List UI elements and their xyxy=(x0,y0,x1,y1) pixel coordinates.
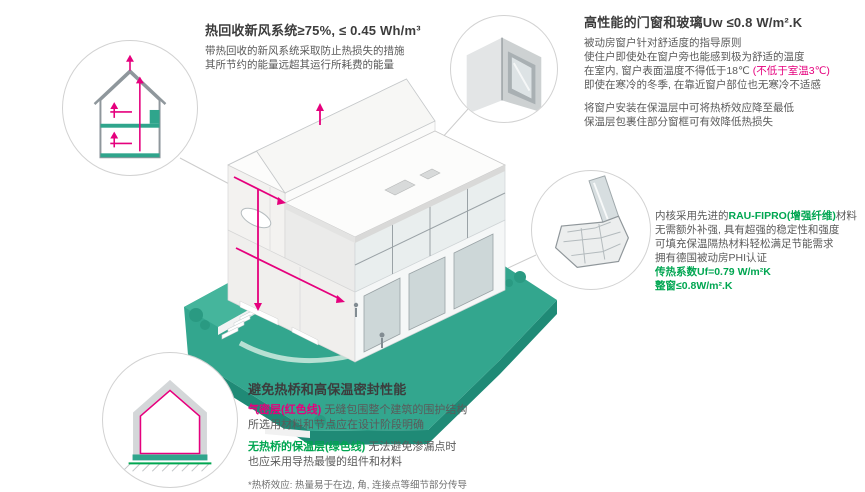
rau-fipro-label: RAU-FIPRO(增强纤维) xyxy=(728,210,836,222)
windows-note: 高性能的门窗和玻璃Uw ≤0.8 W/m².K 被动房窗户针对舒适度的指导原则 … xyxy=(584,12,862,129)
window-corner-illustration xyxy=(466,37,542,115)
bushes xyxy=(189,271,526,429)
frame-material-text: 材料 xyxy=(835,210,857,222)
house-right-block xyxy=(284,130,506,293)
thermal-note-title: 避免热桥和高保温密封性能 xyxy=(248,382,407,397)
ventilation-note-line: 其所节约的能量远超其运行所耗费的能量 xyxy=(205,59,394,71)
windows-note-temp-line: 在室内, 窗户表面温度不得低于18℃ (不低于室温3℃) xyxy=(584,64,862,78)
thermal-bridge-note: 避免热桥和高保温密封性能 气密层(红色线) 无缝包围整个建筑的围护结构 所选用材… xyxy=(248,379,560,491)
ventilation-note-line: 带热回收的新风系统采取防止热损失的措施 xyxy=(205,45,405,57)
glass-facade-upper-mullions xyxy=(354,183,506,274)
uw-value: 整窗≤0.8W/m².K xyxy=(655,280,733,292)
bathtub xyxy=(240,207,272,229)
frame-material-line: 拥有德国被动房PHI认证 xyxy=(655,252,768,264)
insulation-layer-label: 无热桥的保温层(绿色线) xyxy=(248,441,366,453)
thermal-envelope-detail-circle xyxy=(102,352,238,488)
ventilation-ducts xyxy=(233,176,345,311)
kitchen-counter xyxy=(239,300,279,326)
people-figures xyxy=(353,302,385,348)
frame-material-text: 内核采用先进的 xyxy=(655,210,729,222)
ventilation-detail-circle xyxy=(62,40,198,176)
heat-recovery-unit xyxy=(149,109,160,124)
airtight-layer-text: 无缝包围整个建筑的围护结构 xyxy=(321,404,468,416)
airtight-layer-line: 气密层(红色线) 无缝包围整个建筑的围护结构 xyxy=(248,403,560,418)
airflow-arrows xyxy=(110,54,144,139)
windows-note-line: 即使在寒冷的冬季, 在靠近窗户部位也无寒冷不适感 xyxy=(584,79,821,91)
windows-note-line: 将窗户安装在保温层中可将热桥效应降至最低 xyxy=(584,102,794,114)
roof-vent-arrow xyxy=(316,103,324,111)
windows-note-line: 保温层包裹住部分窗框可有效降低热损失 xyxy=(584,116,773,128)
insulation-layer-text: 无法避免渗漏点时 xyxy=(365,441,457,453)
wall-section xyxy=(133,379,207,460)
floor-slab xyxy=(132,454,208,461)
ground-hatching xyxy=(122,463,210,472)
glass-facade-lower xyxy=(363,233,494,353)
frame-material-line: 可填充保温隔热材料轻松满足节能需求 xyxy=(655,238,834,250)
rooftop-units xyxy=(384,168,441,196)
temp-requirement-highlight: (不低于室温3℃) xyxy=(752,65,830,77)
airtight-layer-line2: 所选用材料和节点应在设计阶段明确 xyxy=(248,419,424,431)
frame-material-line: 内核采用先进的RAU-FIPRO(增强纤维)材料 xyxy=(655,209,863,223)
windows-note-title: 高性能的门窗和玻璃Uw ≤0.8 W/m².K xyxy=(584,15,803,30)
thermal-bridge-footnote: *热桥效应: 热量易于在边, 角, 连接点等细节部分传导 xyxy=(248,480,468,491)
windows-note-line: 使住户即使处在窗户旁也能感到极为舒适的温度 xyxy=(584,51,805,63)
frame-profile-illustration xyxy=(554,175,630,268)
thermal-envelope-illustration xyxy=(122,379,212,472)
profile-body xyxy=(554,215,630,268)
window-corner-detail-circle xyxy=(450,15,558,123)
duct-lines xyxy=(110,58,141,152)
house-ground-floor xyxy=(227,219,506,363)
kitchen-island xyxy=(291,326,319,346)
main-house-illustration xyxy=(184,78,557,445)
airtight-layer-label: 气密层(红色线) xyxy=(248,404,322,416)
profile-chambers xyxy=(563,221,621,264)
insulation-layer-line: 无热桥的保温层(绿色线) 无法避免渗漏点时 xyxy=(248,440,560,455)
temp-requirement-text: 在室内, 窗户表面温度不得低于18℃ xyxy=(584,65,753,77)
ventilation-section-illustration xyxy=(93,54,167,159)
ventilation-note: 热回收新风系统≥75%, ≤ 0.45 Wh/m³ 带热回收的新风系统采取防止热… xyxy=(205,20,495,72)
uf-value: 传热系数Uf=0.79 W/m²K xyxy=(655,266,771,278)
roof-slope-front xyxy=(255,78,436,194)
windows-note-line: 被动房窗户针对舒适度的指导原则 xyxy=(584,37,742,49)
insulation-layer-line2: 也应采用导热最慢的组件和材料 xyxy=(248,456,402,468)
frame-material-note: 内核采用先进的RAU-FIPRO(增强纤维)材料 无需额外补强, 具有超强的稳定… xyxy=(655,209,863,293)
glazing-pane xyxy=(588,175,620,223)
frame-material-line: 无需额外补强, 具有超强的稳定性和强度 xyxy=(655,224,840,236)
airtight-line-red xyxy=(139,389,201,455)
ventilation-note-title: 热回收新风系统≥75%, ≤ 0.45 Wh/m³ xyxy=(205,23,421,38)
frame-profile-detail-circle xyxy=(531,170,651,290)
